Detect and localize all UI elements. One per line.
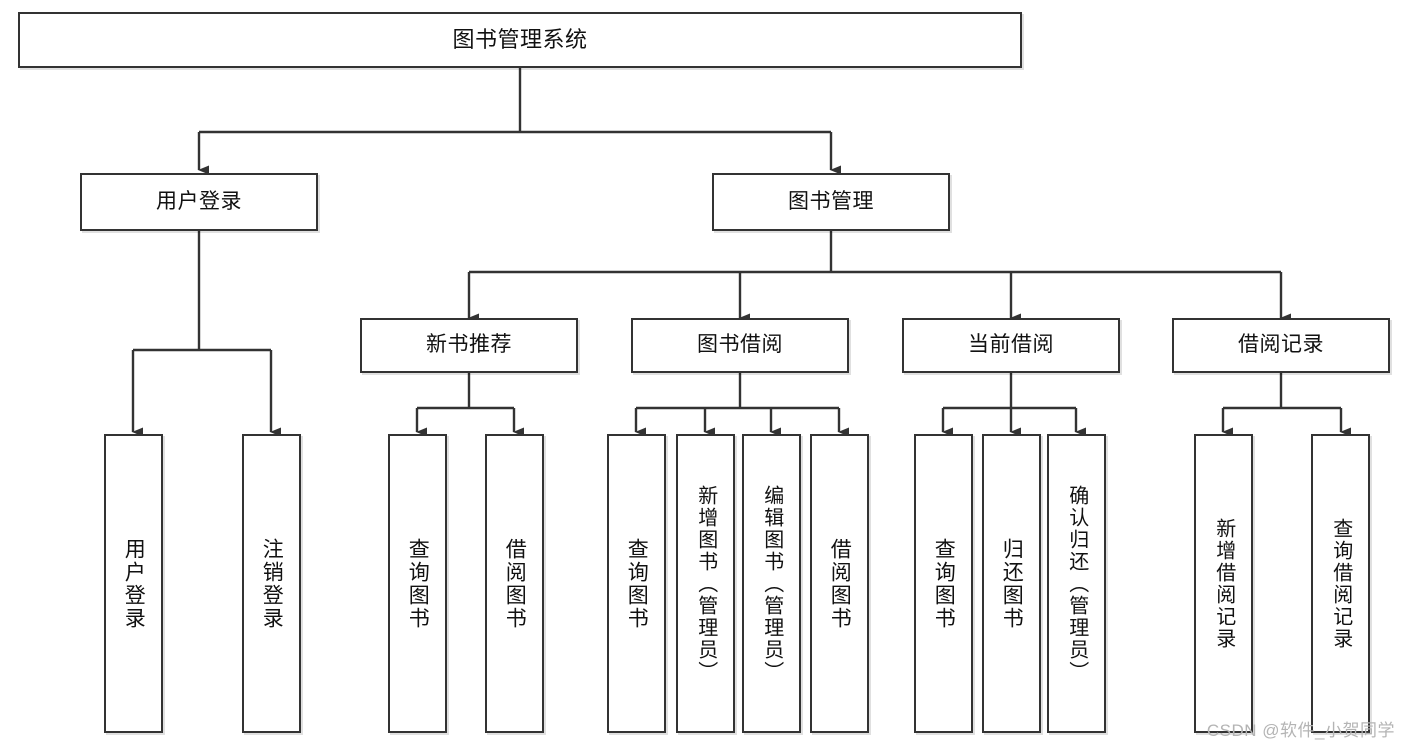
leaf-current-borrow-confirm[interactable]: 确认归还（管理员）	[1047, 434, 1106, 733]
leaf-user-login-signout-label: 注销登录	[260, 537, 284, 630]
csdn-watermark: CSDN @软件_小贺同学	[1206, 721, 1395, 740]
leaf-borrow-record-add[interactable]: 新增借阅记录	[1194, 434, 1253, 733]
leaf-new-book-borrow-label: 借阅图书	[503, 537, 527, 630]
leaf-current-borrow-query[interactable]: 查询图书	[914, 434, 973, 733]
leaf-book-borrow-lend[interactable]: 借阅图书	[810, 434, 869, 733]
leaf-borrow-record-query-label: 查询借阅记录	[1329, 517, 1352, 650]
leaf-user-login-signout[interactable]: 注销登录	[242, 434, 301, 733]
leaf-current-borrow-return[interactable]: 归还图书	[982, 434, 1041, 733]
leaf-new-book-borrow[interactable]: 借阅图书	[485, 434, 544, 733]
leaf-book-borrow-edit[interactable]: 编辑图书（管理员）	[742, 434, 801, 733]
node-borrow-record-label: 借阅记录	[1238, 333, 1324, 357]
leaf-new-book-query[interactable]: 查询图书	[388, 434, 447, 733]
node-book-management-label: 图书管理	[788, 189, 874, 213]
node-current-borrow[interactable]: 当前借阅	[902, 318, 1120, 373]
node-current-borrow-label: 当前借阅	[968, 333, 1054, 357]
leaf-current-borrow-return-label: 归还图书	[1000, 537, 1024, 630]
leaf-user-login-signin-label: 用户登录	[122, 537, 146, 630]
node-book-management[interactable]: 图书管理	[712, 173, 950, 231]
node-borrow-record[interactable]: 借阅记录	[1172, 318, 1390, 373]
leaf-book-borrow-query-label: 查询图书	[625, 537, 649, 630]
node-book-borrow-label: 图书借阅	[697, 333, 783, 357]
leaf-book-borrow-lend-label: 借阅图书	[828, 537, 852, 630]
node-user-login-label: 用户登录	[156, 189, 242, 213]
node-user-login[interactable]: 用户登录	[80, 173, 318, 231]
leaf-current-borrow-confirm-label: 确认归还（管理员）	[1065, 484, 1088, 683]
node-root-system[interactable]: 图书管理系统	[18, 12, 1022, 68]
leaf-borrow-record-query[interactable]: 查询借阅记录	[1311, 434, 1370, 733]
leaf-user-login-signin[interactable]: 用户登录	[104, 434, 163, 733]
leaf-book-borrow-query[interactable]: 查询图书	[607, 434, 666, 733]
leaf-book-borrow-add[interactable]: 新增图书（管理员）	[676, 434, 735, 733]
node-root-system-label: 图书管理系统	[452, 27, 588, 53]
leaf-book-borrow-edit-label: 编辑图书（管理员）	[760, 484, 783, 683]
node-book-borrow[interactable]: 图书借阅	[631, 318, 849, 373]
leaf-new-book-query-label: 查询图书	[406, 537, 430, 630]
node-new-book-recommend-label: 新书推荐	[426, 333, 512, 357]
leaf-book-borrow-add-label: 新增图书（管理员）	[694, 484, 717, 683]
leaf-current-borrow-query-label: 查询图书	[932, 537, 956, 630]
leaf-borrow-record-add-label: 新增借阅记录	[1212, 517, 1235, 650]
node-new-book-recommend[interactable]: 新书推荐	[360, 318, 578, 373]
